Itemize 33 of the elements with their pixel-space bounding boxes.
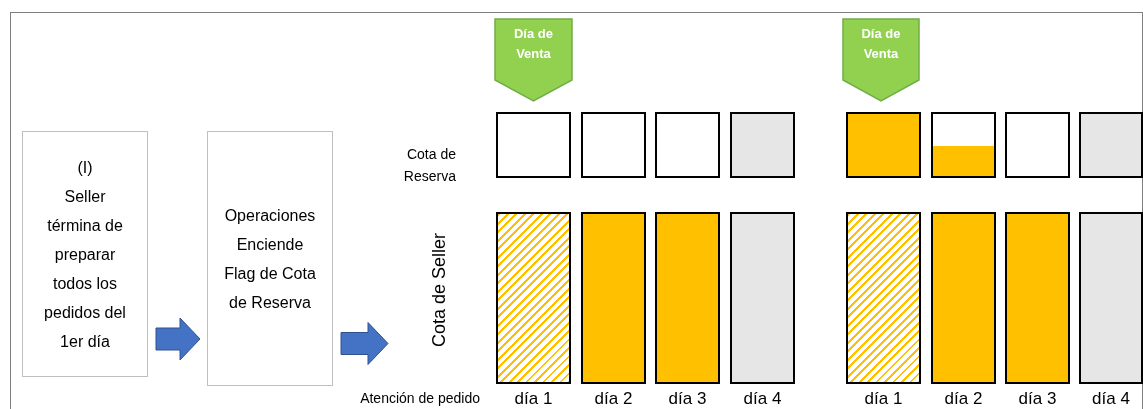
day-label: día 1 xyxy=(863,388,904,409)
process-box: (I) Seller términa de preparar todos los pedidos del 1er día xyxy=(22,131,148,377)
day-label: día 1 xyxy=(513,388,554,409)
day-label: día 4 xyxy=(1091,388,1131,409)
day-quota-box xyxy=(581,112,646,178)
axis-label: Cota de Seller xyxy=(428,231,450,350)
sale-day-marker: Día de Venta xyxy=(842,18,920,102)
day-quota-box xyxy=(496,112,571,178)
day-quota-box xyxy=(931,112,996,178)
row-label: Cota de Reserva xyxy=(402,145,456,186)
day-quota-box xyxy=(655,112,720,178)
day-label: día 2 xyxy=(943,388,984,409)
block-arrow xyxy=(155,317,201,361)
day-quota-box xyxy=(730,112,795,178)
process-box: Operaciones Enciende Flag de Cota de Reserva xyxy=(207,131,333,386)
day-label: día 3 xyxy=(667,388,708,409)
day-quota-box xyxy=(1005,212,1070,384)
day-quota-box xyxy=(931,212,996,384)
day-quota-box xyxy=(1079,112,1143,178)
day-label: día 2 xyxy=(593,388,634,409)
day-quota-box xyxy=(655,212,720,384)
day-quota-box xyxy=(846,212,921,384)
sale-day-marker: Día de Venta xyxy=(494,18,573,102)
day-quota-box xyxy=(730,212,795,384)
day-quota-box xyxy=(846,112,921,178)
day-quota-box xyxy=(581,212,646,384)
day-quota-box xyxy=(1079,212,1143,384)
block-arrow xyxy=(340,322,389,365)
day-label: día 4 xyxy=(742,388,783,409)
day-label: día 3 xyxy=(1017,388,1058,409)
row-label: Atención de pedido xyxy=(359,389,480,408)
day-quota-box xyxy=(1005,112,1070,178)
day-quota-box xyxy=(496,212,571,384)
